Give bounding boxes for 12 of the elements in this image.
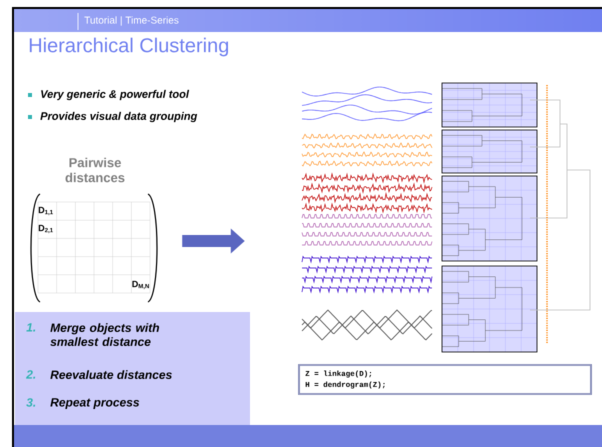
- step-text: Merge objects with smallest distance: [50, 323, 160, 346]
- step-text: Reevaluate distances: [50, 370, 172, 380]
- step-number: 1.: [26, 323, 36, 332]
- slide-title: Hierarchical Clustering: [30, 38, 228, 56]
- bullet-item: Very generic & powerful tool: [28, 90, 190, 100]
- time-series-dendrogram-drawing: [302, 82, 590, 352]
- bullet-item: Provides visual data grouping: [28, 112, 198, 122]
- header-text: Tutorial | Time-Series: [84, 16, 178, 26]
- step-text: Repeat process: [50, 398, 140, 409]
- step-number: 2.: [26, 370, 36, 379]
- distance-matrix: Pairwise distances D$_{1,1}$ D$_{2,1}$ D$_{M,N}$: [30, 158, 158, 302]
- step-number: 3.: [26, 398, 36, 407]
